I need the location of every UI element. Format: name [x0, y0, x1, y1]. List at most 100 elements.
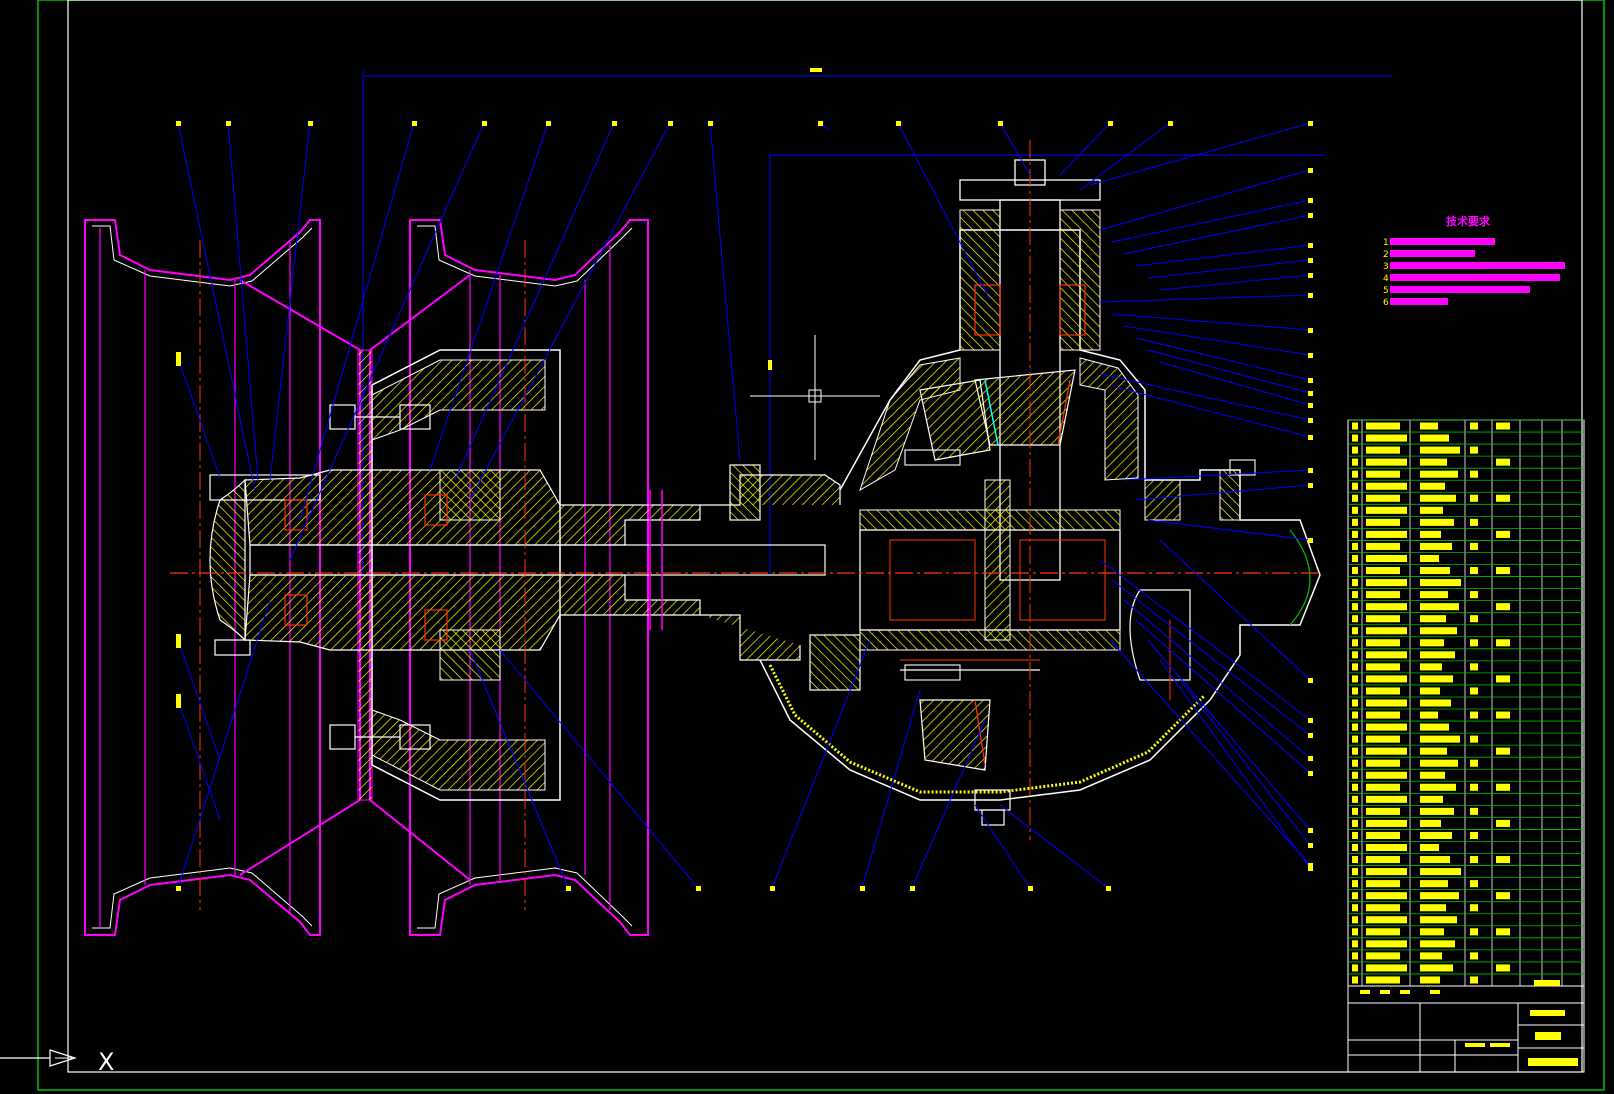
table-cell-no [1352, 856, 1358, 864]
balloon-marker [1168, 121, 1173, 126]
balloon-marker [860, 886, 865, 891]
table-cell-no [1352, 687, 1358, 695]
leader-line [1111, 313, 1311, 331]
leader-line [1135, 244, 1311, 267]
leader-line [469, 649, 569, 889]
leader-line [1123, 214, 1311, 255]
cursor-crosshair-icon [750, 335, 880, 460]
balloon-marker [1308, 483, 1313, 488]
table-cell-qty [1470, 663, 1478, 671]
balloon-marker [1308, 756, 1313, 761]
leader-line [1123, 599, 1311, 759]
table-cell-no [1352, 868, 1358, 876]
title-block [1347, 980, 1585, 1073]
leader-line [1147, 639, 1311, 831]
balloon-marker [176, 121, 181, 126]
table-cell-no [1352, 783, 1358, 791]
table-cell-no [1352, 819, 1358, 827]
table-cell-material [1496, 458, 1510, 466]
balloon-marker [176, 886, 181, 891]
table-cell-code [1366, 807, 1400, 815]
table-cell-name [1420, 940, 1455, 948]
balloon-marker [818, 121, 823, 126]
balloon-marker [1308, 843, 1313, 848]
table-cell-name [1420, 964, 1453, 972]
note-line [1390, 262, 1565, 269]
table-cell-qty [1470, 711, 1478, 719]
leader-line [177, 699, 221, 821]
table-cell-code [1366, 856, 1400, 864]
leader-line [771, 639, 871, 889]
axis-centerline [170, 140, 1320, 910]
balloon-marker [1308, 293, 1313, 298]
ucs-icon: X [0, 1048, 114, 1076]
table-cell-name [1420, 554, 1439, 563]
balloon-marker [226, 121, 231, 126]
table-cell-no [1352, 639, 1358, 647]
table-cell-code [1366, 434, 1407, 442]
table-cell-no [1352, 446, 1358, 454]
leader-line [1059, 122, 1111, 176]
table-cell-no [1352, 554, 1358, 563]
table-cell-material [1496, 675, 1510, 683]
leader-line [1123, 325, 1311, 356]
balloon-marker [1308, 353, 1313, 358]
table-cell-no [1352, 663, 1358, 671]
table-cell-material [1496, 639, 1510, 647]
leader-line [177, 357, 221, 479]
table-cell-name [1420, 868, 1461, 876]
table-cell-no [1352, 434, 1358, 442]
balloon-marker [1308, 678, 1313, 683]
table-cell-no [1352, 506, 1358, 514]
leader-line [177, 122, 256, 491]
leader-line [177, 599, 271, 889]
note-line [1390, 238, 1495, 245]
leader-line [911, 719, 986, 889]
wheel-hub [329, 349, 561, 801]
note-line [1390, 274, 1560, 281]
table-cell-no [1352, 470, 1358, 478]
table-cell-material [1496, 928, 1510, 936]
table-cell-material [1496, 964, 1510, 972]
table-cell-no [1352, 807, 1358, 815]
leader-line [1089, 122, 1311, 186]
leader-line [1123, 469, 1311, 481]
table-cell-code [1366, 530, 1407, 538]
table-cell-name [1420, 771, 1445, 779]
table-cell-material [1496, 819, 1510, 827]
table-cell-name [1420, 892, 1459, 900]
table-cell-no [1352, 735, 1358, 743]
leader-line [1147, 519, 1311, 541]
table-cell-qty [1470, 542, 1478, 550]
table-cell-no [1352, 952, 1358, 960]
table-cell-qty [1470, 494, 1478, 502]
table-cell-name [1420, 567, 1450, 575]
table-cell-qty [1470, 518, 1478, 526]
table-cell-no [1352, 892, 1358, 900]
table-cell-no [1352, 627, 1358, 635]
leader-line [1109, 639, 1311, 866]
table-cell-code [1366, 482, 1407, 490]
balloon-marker [1308, 435, 1313, 440]
table-cell-code [1366, 916, 1407, 924]
table-cell-qty [1470, 952, 1478, 960]
note-marker: 6 [1383, 298, 1389, 308]
table-cell-name [1420, 422, 1438, 430]
balloon-marker [1308, 258, 1313, 263]
note-line [1390, 298, 1448, 305]
table-cell-no [1352, 940, 1358, 948]
table-cell-qty [1470, 422, 1478, 430]
table-cell-no [1352, 458, 1358, 466]
balloon-marker [696, 886, 701, 891]
table-cell-code [1366, 952, 1400, 960]
leader-line [299, 122, 415, 521]
drawing-frame [37, 0, 1605, 1091]
balloon-marker [412, 121, 417, 126]
leader-line [1159, 361, 1311, 406]
table-cell-code [1366, 964, 1407, 972]
balloon-marker [1028, 886, 1033, 891]
table-cell-qty [1470, 928, 1478, 936]
table-cell-code [1366, 747, 1407, 755]
balloon-marker [1308, 538, 1313, 543]
